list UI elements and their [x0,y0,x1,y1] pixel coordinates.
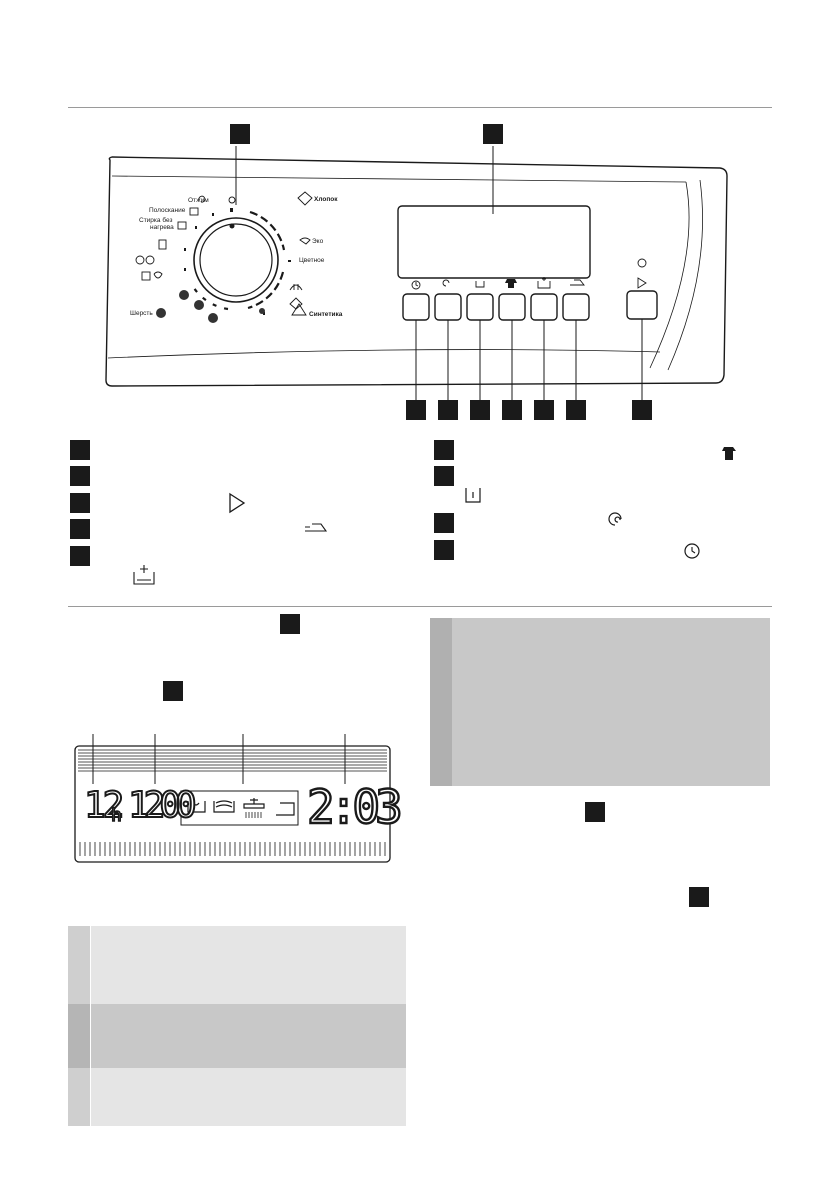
legend-play-icon [229,492,246,514]
callout-marker-stain [502,400,522,420]
callout-marker-timer [406,400,426,420]
inline-marker-d [689,887,709,907]
dial-label-colored: Цветное [299,257,325,264]
legend-marker-4 [70,519,90,539]
rinse-button-icon [537,281,551,289]
callout-marker-spin [438,400,458,420]
legend-marker-8 [434,513,454,533]
legend-marker-9 [434,540,454,560]
dial-label-synthetics: Синтетика [309,311,343,318]
spin-button-icon [442,279,450,287]
prewash-button-icon [475,281,485,288]
legend-marker-2 [70,466,90,486]
lcd-time: 2:03 [306,780,404,834]
lcd-spin-phase-icon [243,798,265,809]
lcd-spin-speed: 1200 [127,785,198,827]
lcd-drain-icon [276,802,295,816]
dial-label-spin: Отжим [188,197,209,204]
table-row-stripe [68,1004,90,1068]
callout-marker-timesaver [566,400,586,420]
legend-marker-5 [70,546,90,566]
delicate-icon [208,313,218,323]
legend-marker-7 [434,466,454,486]
table-row [68,926,406,1004]
dial-label-eco: Эко [312,238,324,245]
timesaver-button-icon [570,279,585,286]
dial-off-marker [228,196,236,204]
dial-pointer [229,223,235,229]
callout-marker-rinse [534,400,554,420]
start-led [637,258,647,268]
legend-rinse-icon [133,565,155,585]
lcd-bottom-ticks [79,842,386,856]
table-row [68,1068,406,1126]
note-box [430,618,770,786]
dial-label-wool: Шерсть [130,310,153,317]
panel-top-line [111,175,687,183]
wool-label-icon [156,308,166,318]
mid-rule [68,606,772,607]
start-button-icon [637,277,647,289]
display-window [397,205,591,279]
timer-program-icon [135,255,145,265]
table-row-stripe [68,926,90,1004]
rinse-icon [189,207,199,216]
easy-iron-icon [289,297,303,310]
inline-marker-b [163,681,183,701]
inline-marker-c [585,802,605,822]
table-divider [90,926,91,1126]
lcd-hours-value: 12 [83,785,125,827]
mix-icon [289,284,303,291]
stain-button-icon [505,279,517,288]
top-rule [68,107,772,108]
legend-stain-icon [722,447,736,460]
sport-icon [141,271,151,281]
legend-marker-3 [70,493,90,513]
control-panel-drawing [105,146,728,402]
lcd-hours-unit: h [110,805,122,827]
legend-icons [133,447,736,585]
timer-button-icon [411,280,421,290]
table-row [68,1004,406,1068]
callout-marker-display [483,124,503,144]
program-dial [184,146,291,315]
legend-spin-icon [608,512,622,526]
legend-timesaver-icon [305,523,328,532]
cotton-icon [297,191,313,206]
panel-outline [105,156,728,387]
dial-label-rinse: Полоскание [149,207,186,214]
spin-small-icon [198,195,206,203]
wool-dial-icon [179,290,189,300]
dial-label-cotton: Хлопок [314,196,338,203]
legend-prewash-icon [465,488,481,503]
panel-groove [107,349,661,359]
legend-timer-icon [684,543,700,559]
panel-curve [649,179,703,371]
synthetics-icon [291,303,307,316]
lcd-rinse-icon [213,800,235,813]
callout-marker-dial [230,124,250,144]
note-box-stripe [430,618,452,786]
silk-icon [194,300,204,310]
dial-knob [199,223,273,297]
callout-marker-start [632,400,652,420]
program-list-icon [158,239,167,250]
inline-marker-a [280,614,300,634]
legend-marker-1 [70,440,90,460]
dial-label-no-heat-2: нагрева [150,224,174,231]
table-row-stripe [68,1068,90,1126]
dial-label-no-heat-1: Стирка без [139,217,173,224]
callout-marker-prewash [470,400,490,420]
legend-marker-6 [434,440,454,460]
no-heat-icon [177,221,187,230]
eco-icon [299,237,311,245]
lcd-phase-box [180,790,299,826]
